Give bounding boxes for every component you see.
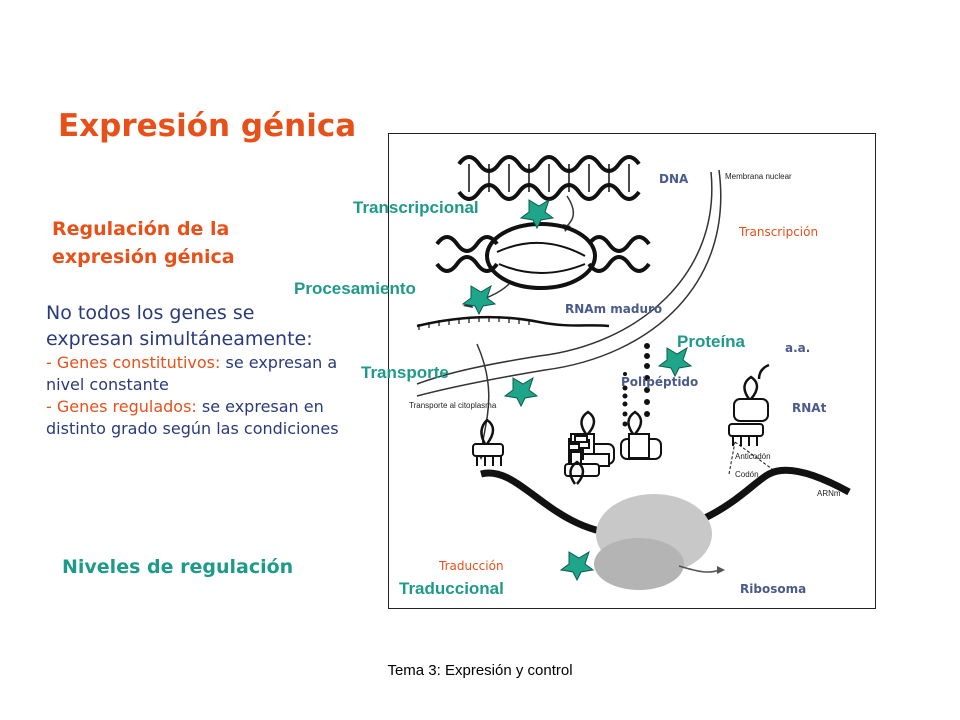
membrane-label: Membrana nuclear: [725, 172, 792, 181]
mature-mrna: [416, 315, 610, 330]
arnm-label: ARNm: [817, 489, 841, 498]
transcription-label: Transcripción: [739, 225, 819, 239]
constitutive-genes-desc: se expresan a nivel constante: [46, 353, 338, 394]
dna-helix-transcription: [435, 235, 651, 273]
regulated-genes-item: - Genes regulados: se expresan en distin…: [46, 396, 346, 440]
gene-expression-diagram: Membrana nuclear Transporte al citoplasm…: [388, 133, 876, 609]
diagram-artwork: [416, 155, 851, 590]
level-markers: [461, 198, 693, 582]
marker-transcripcional: [519, 198, 555, 230]
nuclear-membrane-inner: [416, 171, 713, 385]
level-traduccional-label: Traduccional: [399, 579, 504, 598]
level-procesamiento-label: Procesamiento: [294, 279, 416, 298]
level-transporte-label: Transporte: [361, 363, 449, 382]
marker-transporte: [503, 376, 539, 408]
polypeptide-label: Polipéptido: [621, 375, 699, 389]
transport-cytoplasm-label: Transporte al citoplasma: [409, 401, 497, 410]
codon-pointer: [728, 441, 780, 475]
slide-title: Expresión génica: [58, 108, 357, 144]
transcription-bubble: [485, 222, 597, 290]
body-text: No todos los genes se expresan simultáne…: [46, 300, 346, 440]
level-proteina-label: Proteína: [677, 332, 746, 351]
trna-loops: [569, 363, 770, 485]
subtitle: Regulación de la expresión génica: [52, 215, 235, 271]
polypeptide-chain: [622, 343, 650, 427]
nuclear-membrane-outer: [416, 169, 722, 397]
mature-mrna-label: RNAm maduro: [565, 302, 663, 316]
marker-procesamiento: [461, 284, 497, 316]
constitutive-genes-item: - Genes constitutivos: se expresan a niv…: [46, 352, 346, 396]
slide-footer: Tema 3: Expresión y control: [387, 662, 573, 679]
anticodon-label: Anticodón: [735, 452, 771, 461]
body-intro: No todos los genes se expresan simultáne…: [46, 302, 313, 350]
subtitle-line-1: Regulación de la: [52, 218, 230, 240]
regulated-genes-label: - Genes regulados:: [46, 397, 197, 416]
trna-group: [568, 398, 769, 467]
subtitle-line-2: expresión génica: [52, 246, 235, 268]
constitutive-genes-label: - Genes constitutivos:: [46, 353, 221, 372]
translation-label: Traducción: [439, 559, 504, 573]
marker-proteina: [657, 346, 693, 378]
marker-traduccional: [559, 550, 595, 582]
arrow-transcription: [566, 195, 575, 227]
trna-free-left-legs: [476, 436, 758, 466]
ribosome-label: Ribosoma: [740, 582, 807, 596]
ribosome-small: [594, 538, 684, 590]
trna-label: RNAt: [792, 401, 827, 415]
aa-label: a.a.: [785, 341, 811, 355]
codon-label: Codón: [735, 470, 759, 479]
dna-label: DNA: [659, 172, 689, 186]
levels-heading: Niveles de regulación: [62, 556, 294, 578]
dna-helix-top-rungs: [468, 164, 630, 192]
regulated-genes-desc: se expresan en distinto grado según las …: [46, 397, 339, 438]
trna-free-left: [472, 443, 504, 457]
level-transcripcional-label: Transcripcional: [353, 198, 479, 217]
